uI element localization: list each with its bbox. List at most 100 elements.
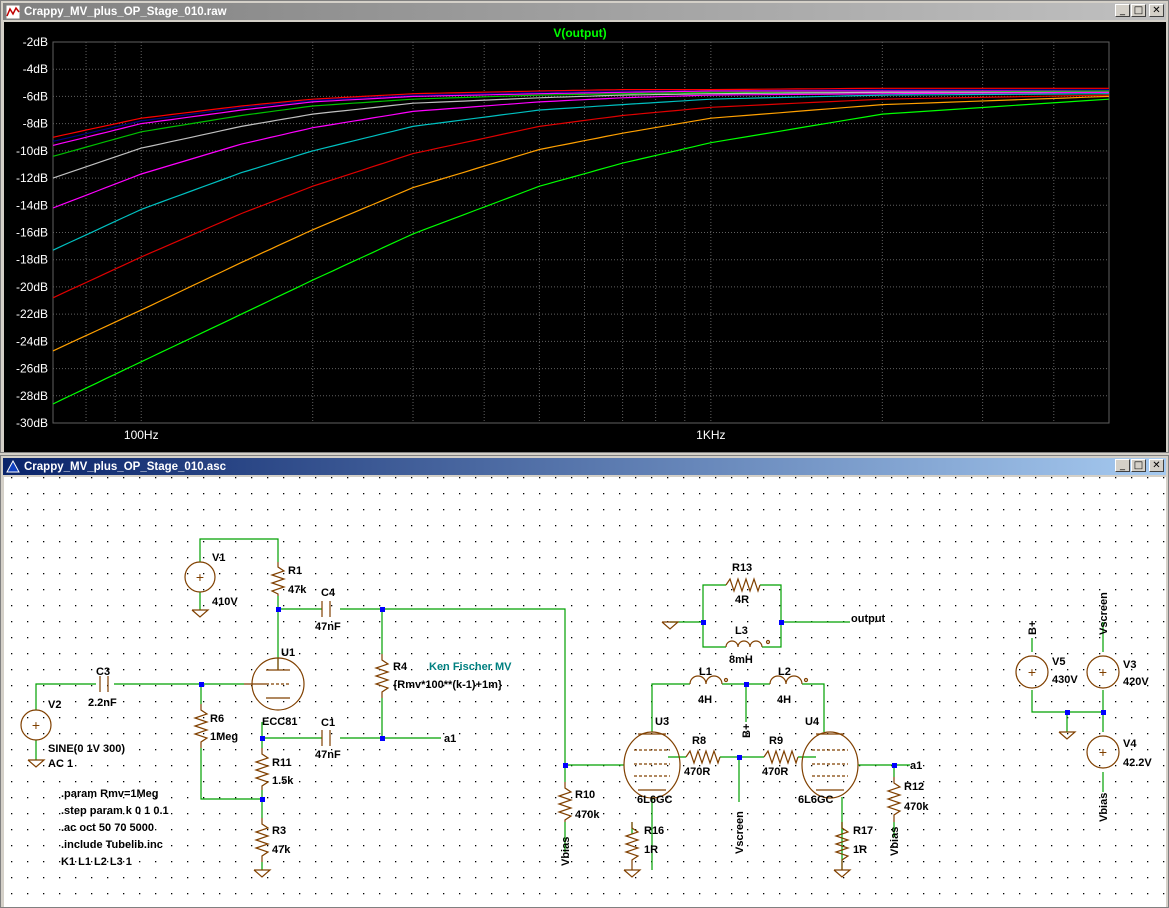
label-R3: R3 <box>272 825 286 837</box>
label-R9-value: 470R <box>762 766 788 778</box>
label-V5-value: 430V <box>1052 674 1078 686</box>
label-V3: V3 <box>1123 659 1136 671</box>
label-V3-value: 420V <box>1123 676 1149 688</box>
netlabel-bplus-right: B+ <box>1027 621 1039 635</box>
waveform-plot[interactable]: V(output) -2dB-4dB-6dB-8dB-10dB-12dB-14d… <box>4 22 1166 452</box>
plot-window-title: Crappy_MV_plus_OP_Stage_010.raw <box>24 5 227 18</box>
label-V2: V2 <box>48 699 61 711</box>
label-R1-value: 47k <box>288 584 307 596</box>
svg-text:+: + <box>196 569 204 585</box>
x-tick-label: 1KHz <box>696 428 725 442</box>
label-R13-value: 4R <box>735 594 749 606</box>
label-V4: V4 <box>1123 738 1137 750</box>
label-C4: C4 <box>321 587 336 599</box>
label-R11: R11 <box>272 757 292 769</box>
y-tick-label: -2dB <box>23 35 48 49</box>
label-R17: R17 <box>853 825 873 837</box>
y-tick-label: -24dB <box>16 334 48 348</box>
label-R6: R6 <box>210 713 224 725</box>
trace-series-3 <box>52 90 1110 157</box>
label-R13: R13 <box>732 562 752 574</box>
close-button[interactable]: ✕ <box>1149 459 1164 472</box>
label-L3-value: 8mH <box>729 654 753 666</box>
waveform-icon <box>6 4 20 19</box>
label-L2-value: 4H <box>777 694 791 706</box>
netlabel-output: output <box>851 613 886 625</box>
label-U1-value: ECC81 <box>262 716 297 728</box>
directive-ac: .ac oct 50 70 5000 <box>61 822 154 834</box>
label-R4-value: {Rmv*100**(k-1)+1m} <box>393 679 503 691</box>
label-C1-value: 47nF <box>315 749 341 761</box>
trace-series-6 <box>52 93 1110 251</box>
label-U4-value: 6L6GC <box>798 794 834 806</box>
schematic-window: Crappy_MV_plus_OP_Stage_010.asc _ □ ✕ <box>0 455 1169 908</box>
comment-ken-fischer: Ken Fischer MV <box>429 661 512 673</box>
plot-trace-label: V(output) <box>553 26 606 40</box>
minimize-button[interactable]: _ <box>1115 4 1130 17</box>
schematic-window-titlebar[interactable]: Crappy_MV_plus_OP_Stage_010.asc _ □ ✕ <box>3 458 1166 475</box>
junction-nodes <box>199 607 1106 802</box>
label-C4-value: 47nF <box>315 621 341 633</box>
label-R8: R8 <box>692 735 706 747</box>
x-tick-label: 100Hz <box>124 428 159 442</box>
label-L1: L1 <box>699 666 712 678</box>
y-tick-label: -30dB <box>16 416 48 430</box>
y-tick-label: -28dB <box>16 389 48 403</box>
y-tick-label: -12dB <box>16 171 48 185</box>
netlabel-vscreen-right: Vscreen <box>1098 592 1110 635</box>
label-U1: U1 <box>281 647 295 659</box>
grid-dots <box>4 477 1166 907</box>
label-R16: R16 <box>644 825 664 837</box>
svg-text:+: + <box>32 717 40 733</box>
label-R8-value: 470R <box>684 766 710 778</box>
trace-series-8 <box>52 95 1110 352</box>
label-R9: R9 <box>769 735 783 747</box>
label-U4: U4 <box>805 716 820 728</box>
netlabel-vbias-left: Vbias <box>560 837 572 866</box>
y-tick-label: -22dB <box>16 307 48 321</box>
trace-series-4 <box>52 91 1109 179</box>
label-R16-value: 1R <box>644 844 658 856</box>
schematic-icon <box>6 459 20 472</box>
schematic-window-title: Crappy_MV_plus_OP_Stage_010.asc <box>24 460 226 473</box>
directive-include: .include Tubelib.inc <box>61 839 163 851</box>
y-tick-label: -26dB <box>16 362 48 376</box>
label-L3: L3 <box>735 625 748 637</box>
minimize-button[interactable]: _ <box>1115 459 1130 472</box>
components: + + <box>20 561 1120 878</box>
plot-window-titlebar[interactable]: Crappy_MV_plus_OP_Stage_010.raw _ □ ✕ <box>3 3 1166 20</box>
svg-text:+: + <box>1028 664 1036 680</box>
plot-window: Crappy_MV_plus_OP_Stage_010.raw _ □ ✕ V(… <box>0 0 1169 453</box>
trace-series-2 <box>52 90 1109 146</box>
close-button[interactable]: ✕ <box>1149 4 1164 17</box>
trace-series-7 <box>52 94 1110 299</box>
netlabel-vbias-right: Vbias <box>889 827 901 856</box>
trace-series-5 <box>52 91 1110 209</box>
label-R10-value: 470k <box>575 809 600 821</box>
label-V1-value: 410V <box>212 596 238 608</box>
maximize-button[interactable]: □ <box>1131 4 1146 17</box>
trace-series-0 <box>52 87 1109 138</box>
label-R10: R10 <box>575 789 595 801</box>
label-V5: V5 <box>1052 656 1065 668</box>
label-V2-value-2: AC 1 <box>48 758 73 770</box>
maximize-button[interactable]: □ <box>1131 459 1146 472</box>
label-U3: U3 <box>655 716 669 728</box>
label-U3-value: 6L6GC <box>637 794 673 806</box>
trace-series-9 <box>52 98 1110 405</box>
y-tick-label: -10dB <box>16 144 48 158</box>
label-R12: R12 <box>904 781 924 793</box>
schematic-canvas[interactable]: + + <box>4 477 1166 907</box>
y-tick-label: -18dB <box>16 253 48 267</box>
label-C3: C3 <box>96 666 110 678</box>
netlabel-vscreen-mid: Vscreen <box>734 811 746 854</box>
label-C3-value: 2.2nF <box>88 697 117 709</box>
label-V1: V1 <box>212 552 225 564</box>
label-C1: C1 <box>321 717 335 729</box>
label-R3-value: 47k <box>272 844 291 856</box>
netlabel-a1-right: a1 <box>910 760 922 772</box>
label-R11-value: 1.5k <box>272 775 294 787</box>
label-L2: L2 <box>778 666 791 678</box>
directive-param: .param Rmv=1Meg <box>61 788 159 800</box>
svg-text:+: + <box>1099 664 1107 680</box>
